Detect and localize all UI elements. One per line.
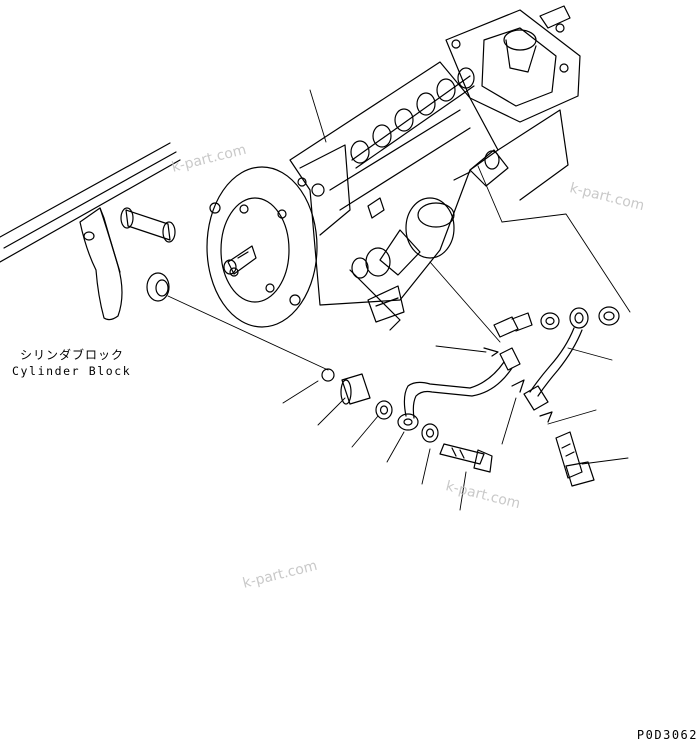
washer-right-2 [598, 306, 620, 326]
cylinder-block-outline [0, 142, 181, 263]
eyebolt [493, 312, 533, 338]
cylinder-block-label-en: Cylinder Block [12, 364, 132, 378]
drawing-code: P0D3062 [636, 728, 698, 742]
cylinder-block-label-jp: シリンダブロック [20, 348, 125, 362]
washer-left-1 [375, 400, 393, 420]
injection-pump [206, 5, 581, 331]
washer-left-2 [421, 423, 439, 443]
fuel-pipe-left [397, 347, 521, 431]
spacer-collar [120, 207, 176, 243]
plug [321, 368, 335, 382]
banjo-bolt-right [555, 431, 595, 487]
adapter-fitting [340, 373, 371, 405]
leader-lines [167, 89, 631, 511]
banjo-bolt-left [439, 443, 493, 473]
mounting-bracket [79, 207, 123, 321]
fuel-pipe-right [523, 307, 589, 411]
delivery-valves [350, 67, 475, 169]
washer-right-1 [540, 312, 560, 330]
bushing [146, 272, 170, 302]
clip-pieces [483, 347, 553, 423]
